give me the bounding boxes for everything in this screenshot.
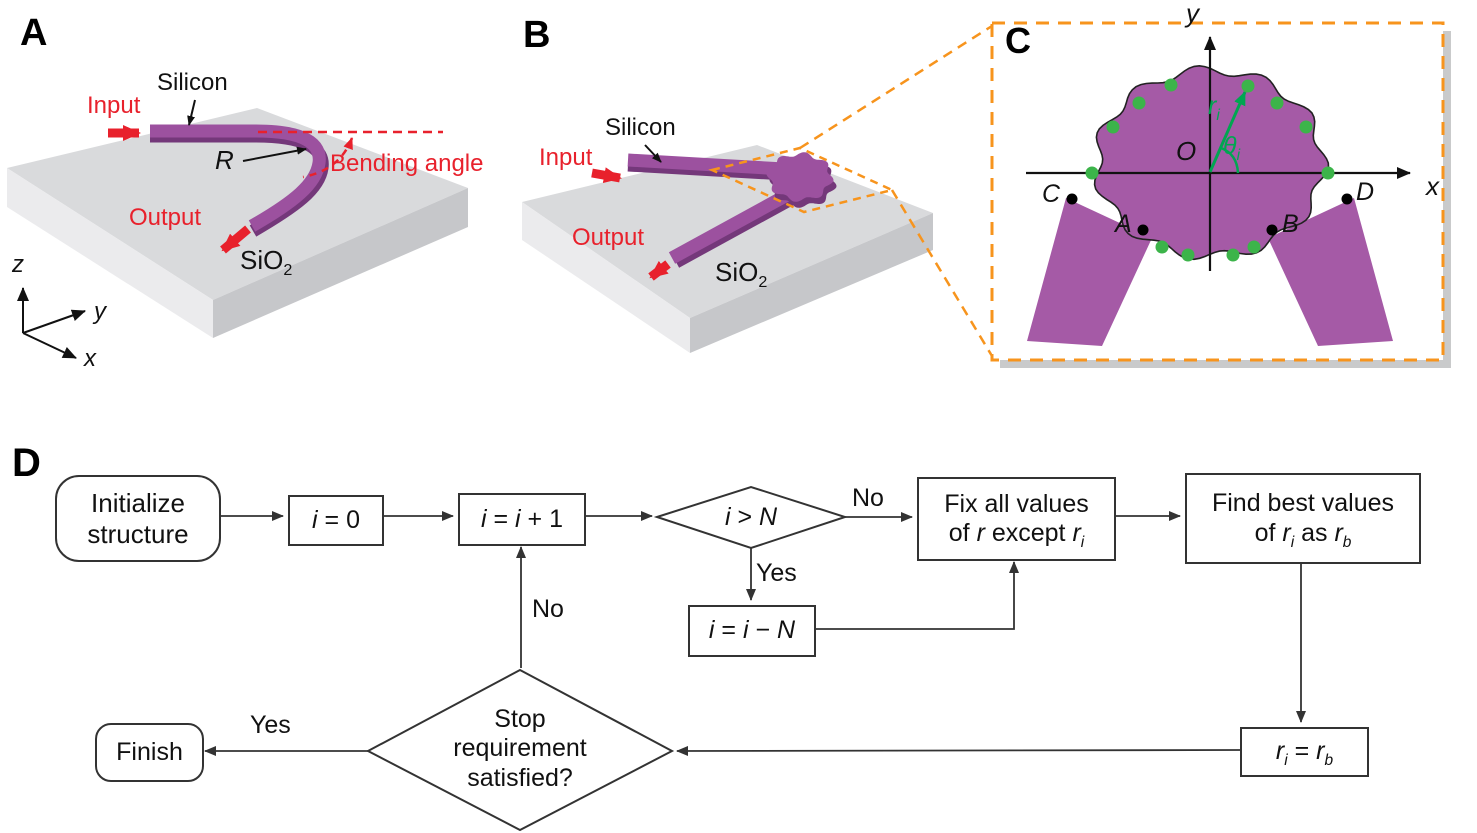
radius-label: R (215, 145, 234, 175)
input-label-a: Input (87, 92, 141, 119)
decision-i-gt-n-label: i > N (724, 502, 778, 531)
panel-a-label: A (20, 12, 48, 54)
output-label-a: Output (129, 204, 202, 231)
node-i-equals-0: i = 0 (288, 495, 384, 546)
panel-c-label: C (1005, 20, 1031, 61)
junction-blob (766, 152, 834, 202)
axis-x-label-c: x (1426, 171, 1439, 201)
origin-label: O (1176, 136, 1197, 166)
decision-i-gt-n-diamond (653, 485, 849, 550)
output-arrow-b (648, 260, 671, 281)
node-ri-equals-rb: ri = rb (1240, 727, 1369, 777)
point-c-label: C (1042, 180, 1061, 208)
silicon-pointer-arrow-b (644, 144, 662, 163)
panel-c-structure (1027, 64, 1393, 346)
panel-a-waveguide (150, 124, 329, 237)
bending-angle-arc (302, 137, 354, 179)
zoom-region-indicator (708, 24, 994, 357)
reference-point-dots (1066, 193, 1353, 236)
axis-x-label-a: x (84, 345, 96, 372)
node-i-minus-n: i = i − N (688, 605, 816, 657)
point-b-label: B (1282, 210, 1299, 238)
axis-y-label-a: y (94, 298, 106, 325)
output-arrow-a (220, 225, 251, 254)
flowchart-connectors (204, 511, 1306, 756)
decision-stop-diamond (365, 668, 675, 832)
silicon-label-a: Silicon (157, 69, 228, 96)
bending-angle-label: Bending angle (330, 150, 484, 177)
radius-i-label: ri (1208, 92, 1220, 124)
panel-a-axes (17, 287, 86, 359)
node-finish: Finish (95, 723, 204, 782)
sio2-label-b: SiO2 (715, 257, 768, 292)
panel-d-label: D (12, 441, 41, 485)
edge-label-no-1: No (852, 484, 884, 512)
edge-label-yes-2: Yes (250, 711, 291, 739)
panel-b-label: B (523, 14, 551, 56)
axis-z-label-a: z (12, 251, 24, 278)
theta-i-label: θi (1223, 132, 1241, 164)
radius-pointer-arrow (242, 146, 307, 162)
silicon-label-b: Silicon (605, 114, 676, 141)
sample-point-dots (1085, 78, 1335, 262)
output-label-b: Output (572, 224, 645, 251)
edge-label-yes-1: Yes (756, 559, 797, 587)
point-a-label: A (1115, 210, 1132, 238)
axis-y-label-c: y (1186, 0, 1199, 28)
panel-a-substrate (7, 108, 468, 338)
sio2-label-a: SiO2 (240, 245, 293, 280)
node-i-increment: i = i + 1 (458, 493, 586, 546)
input-label-b: Input (539, 144, 593, 171)
edge-label-no-2: No (532, 595, 564, 623)
theta-angle-arc (1220, 146, 1240, 174)
silicon-pointer-arrow-a (187, 99, 196, 126)
radius-vector-arrow (1208, 91, 1247, 173)
point-d-label: D (1356, 178, 1375, 206)
input-arrow-b (591, 167, 622, 184)
